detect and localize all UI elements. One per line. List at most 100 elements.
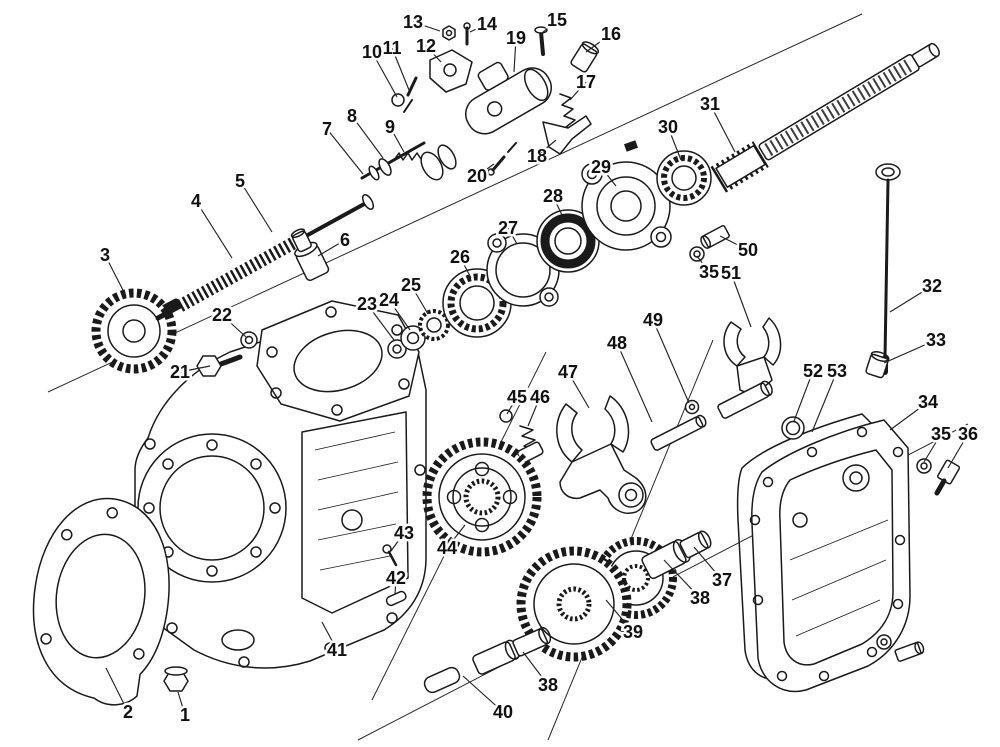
leader-line-39 — [605, 599, 634, 633]
callout-19: 19 — [506, 28, 526, 48]
valve-parts-drawing — [487, 26, 639, 176]
leader-line-26 — [459, 256, 472, 279]
rod-48-drawing — [650, 414, 707, 451]
leader-line-50 — [719, 235, 749, 251]
callout-29: 29 — [591, 157, 611, 177]
callout-13: 13 — [403, 12, 423, 32]
gear-44-drawing — [422, 437, 542, 557]
leader-line-7 — [326, 128, 364, 175]
drain-plug-drawing — [163, 666, 189, 692]
cylinder-body-drawing — [465, 61, 552, 135]
callout-34: 34 — [918, 392, 938, 412]
callout-20: 20 — [467, 166, 487, 186]
callout-47: 47 — [558, 362, 578, 382]
leader-line-35 — [923, 433, 942, 463]
callout-18: 18 — [527, 146, 547, 166]
callout-31: 31 — [700, 94, 720, 114]
leader-line-34 — [889, 401, 929, 431]
rollers-drawing — [423, 626, 552, 694]
callout-15: 15 — [547, 10, 567, 30]
callout-22: 22 — [212, 305, 232, 325]
input-shaft-drawing — [710, 42, 940, 193]
leader-line-38 — [663, 559, 701, 599]
leader-line-9 — [389, 126, 405, 153]
leader-line-2 — [105, 667, 129, 713]
leader-line-4 — [195, 200, 233, 259]
callout-51: 51 — [721, 263, 741, 283]
callout-4: 4 — [191, 191, 201, 211]
leader-line-30 — [667, 126, 682, 161]
washers-23-24-drawing — [387, 325, 426, 359]
callout-17: 17 — [576, 72, 596, 92]
leader-line-27 — [507, 227, 518, 245]
bracket-drawing — [429, 22, 473, 93]
leader-line-17 — [569, 81, 587, 101]
leader-line-52 — [793, 370, 814, 422]
pinion-gear-drawing — [91, 288, 180, 374]
callout-32: 32 — [922, 276, 942, 296]
callout-28: 28 — [543, 186, 563, 206]
leader-line-36 — [947, 433, 969, 469]
leader-line-22 — [221, 314, 247, 338]
callout-38: 38 — [690, 588, 710, 608]
callout-14: 14 — [477, 14, 497, 34]
leader-line-8 — [351, 115, 384, 159]
callout-24: 24 — [379, 290, 399, 310]
housing-drawing — [134, 300, 427, 669]
bushing-37-38-drawing — [641, 530, 712, 580]
pins-42-43-drawing — [382, 544, 407, 607]
callout-50: 50 — [738, 240, 758, 260]
leader-line-42 — [394, 577, 397, 595]
leader-line-51 — [730, 272, 752, 328]
cover-bolt-drawing — [876, 634, 925, 662]
leader-line-6 — [317, 239, 346, 257]
callout-26: 26 — [450, 247, 470, 267]
seal-28-drawing — [536, 209, 600, 273]
leader-line-13 — [412, 21, 441, 32]
leader-line-24 — [388, 299, 411, 331]
fork-51-drawing — [717, 317, 782, 419]
plug-33-drawing — [865, 351, 890, 379]
bearing-30-drawing — [656, 150, 712, 206]
callout-27: 27 — [498, 218, 518, 238]
leader-line-41 — [321, 621, 338, 651]
bolt-50-drawing — [689, 225, 730, 262]
callout-23: 23 — [357, 294, 377, 314]
leader-line-53 — [811, 370, 838, 433]
callout-35: 35 — [931, 424, 951, 444]
callout-43: 43 — [394, 523, 414, 543]
leader-line-1 — [177, 691, 186, 716]
leader-line-48 — [616, 342, 653, 423]
callout-6: 6 — [340, 230, 350, 250]
callout-37: 37 — [712, 570, 732, 590]
callout-40: 40 — [493, 702, 513, 722]
leader-line-32 — [889, 285, 933, 313]
side-cover-drawing — [749, 419, 911, 693]
cover-29-drawing — [581, 161, 672, 251]
pin-49-drawing — [684, 399, 700, 415]
callout-53: 53 — [827, 361, 847, 381]
callout-21: 21 — [170, 362, 190, 382]
callout-1: 1 — [180, 705, 190, 725]
leader-line-45 — [506, 396, 518, 415]
callout-42: 42 — [386, 568, 406, 588]
callout-49: 49 — [643, 310, 663, 330]
leader-line-25 — [410, 284, 429, 315]
callout-8: 8 — [347, 106, 357, 126]
shifter-shaft-drawing — [360, 76, 457, 181]
leader-line-29 — [600, 166, 617, 187]
callout-10: 10 — [362, 42, 382, 62]
callout-12: 12 — [416, 36, 436, 56]
worm-shaft-drawing — [155, 194, 375, 321]
clip-drawing — [623, 140, 639, 152]
leader-line-28 — [552, 195, 563, 216]
leader-line-35 — [696, 255, 710, 273]
leader-line-16 — [585, 33, 612, 53]
leader-line-5 — [239, 180, 273, 233]
leader-line-31 — [709, 103, 736, 153]
leader-line-19 — [513, 37, 517, 73]
bolts-35-36-drawing — [916, 458, 961, 496]
callout-5: 5 — [235, 171, 245, 191]
